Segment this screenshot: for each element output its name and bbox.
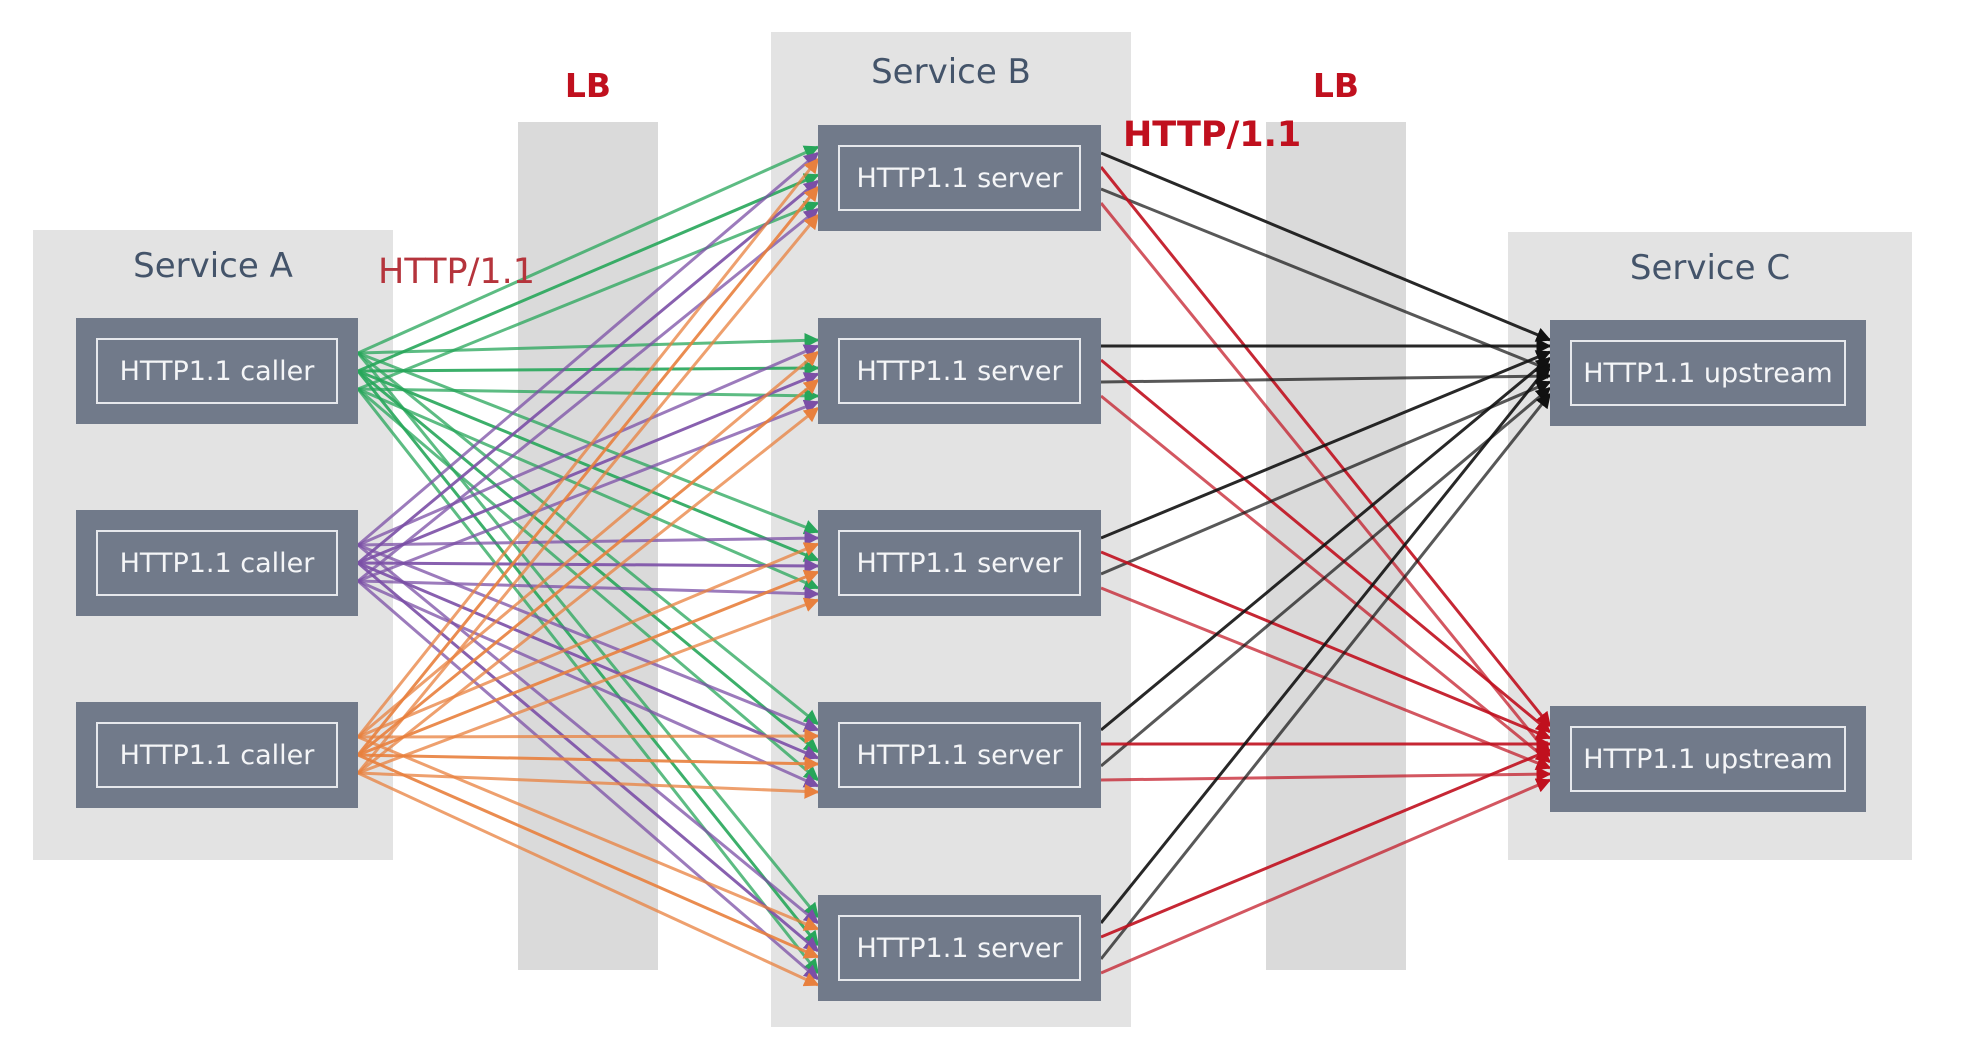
edge-caller-1-to-server-3	[357, 369, 820, 562]
edge-caller-3-to-server-5	[357, 753, 820, 959]
edge-caller-3-to-server-3	[357, 597, 820, 775]
edge-server-4-to-upstream-2	[1100, 766, 1552, 782]
service-a-protocol-label: HTTP/1.1	[378, 252, 536, 292]
edge-server-1-to-upstream-1	[1100, 187, 1552, 372]
edge-caller-2-to-server-1	[357, 207, 820, 583]
server-label: HTTP1.1 server	[838, 530, 1081, 596]
edge-caller-1-to-server-2	[357, 360, 820, 376]
server-node-1[interactable]: HTTP1.1 server	[818, 125, 1101, 231]
load-balancer-1-label: LB	[564, 66, 612, 105]
edge-caller-1-to-server-5	[356, 352, 820, 919]
edge-caller-2-to-server-5	[357, 561, 820, 953]
service-c-title: Service C	[1629, 248, 1791, 288]
edge-server-2-to-upstream-2	[1100, 358, 1552, 734]
edge-caller-1-to-server-3	[357, 351, 820, 535]
edge-caller-3-to-server-4	[357, 728, 820, 744]
caller-label: HTTP1.1 caller	[96, 338, 338, 404]
server-node-4[interactable]: HTTP1.1 server	[818, 702, 1101, 808]
upstream-label: HTTP1.1 upstream	[1570, 726, 1846, 792]
caller-node-1[interactable]: HTTP1.1 caller	[76, 318, 358, 424]
edge-server-5-to-upstream-2	[1100, 778, 1552, 975]
server-label: HTTP1.1 server	[838, 338, 1081, 404]
edge-caller-2-to-server-3	[357, 558, 820, 574]
caller-node-3[interactable]: HTTP1.1 caller	[76, 702, 358, 808]
edge-caller-1-to-server-2	[357, 387, 820, 404]
edge-server-5-to-upstream-1	[1099, 392, 1552, 960]
edge-server-2-to-upstream-2	[1100, 394, 1552, 764]
server-label: HTTP1.1 server	[838, 722, 1081, 788]
upstream-label: HTTP1.1 upstream	[1570, 340, 1846, 406]
caller-label: HTTP1.1 caller	[96, 722, 338, 788]
edge-caller-3-to-server-1	[356, 213, 820, 774]
edge-caller-2-to-server-4	[357, 543, 820, 732]
upstream-node-2[interactable]: HTTP1.1 upstream	[1550, 706, 1866, 812]
server-node-2[interactable]: HTTP1.1 server	[818, 318, 1101, 424]
edge-caller-2-to-server-2	[357, 399, 820, 583]
edge-caller-2-to-server-4	[357, 579, 820, 788]
edge-caller-3-to-server-2	[357, 350, 820, 739]
edge-server-2-to-upstream-1	[1100, 368, 1552, 384]
edge-caller-2-to-server-2	[357, 344, 820, 547]
edge-caller-2-to-server-4	[357, 561, 820, 760]
edge-server-4-to-upstream-1	[1100, 356, 1552, 732]
edge-caller-1-to-server-3	[357, 387, 820, 590]
upstream-node-1[interactable]: HTTP1.1 upstream	[1550, 320, 1866, 426]
edge-caller-3-to-server-1	[356, 185, 820, 756]
server-node-3[interactable]: HTTP1.1 server	[818, 510, 1101, 616]
edge-caller-1-to-server-4	[357, 387, 820, 782]
edge-caller-1-to-server-1	[357, 145, 820, 355]
edge-caller-2-to-server-3	[357, 530, 820, 547]
service-a-title: Service A	[133, 246, 293, 286]
server-node-5[interactable]: HTTP1.1 server	[818, 895, 1101, 1001]
edge-server-1-to-upstream-1	[1100, 151, 1552, 342]
edge-server-5-to-upstream-1	[1099, 362, 1552, 924]
edge-caller-2-to-server-5	[357, 579, 820, 981]
edge-caller-3-to-server-5	[357, 771, 820, 987]
edge-caller-3-to-server-3	[357, 570, 820, 757]
edge-caller-3-to-server-3	[357, 542, 820, 739]
edge-caller-3-to-server-1	[356, 157, 820, 738]
edge-server-4-to-upstream-1	[1100, 386, 1552, 768]
edge-caller-1-to-server-5	[356, 388, 820, 975]
edge-caller-1-to-server-1	[357, 173, 820, 373]
edge-caller-1-to-server-2	[357, 332, 820, 355]
edge-caller-2-to-server-1	[357, 151, 820, 547]
caller-label: HTTP1.1 caller	[96, 530, 338, 596]
server-label: HTTP1.1 server	[838, 915, 1081, 981]
edge-caller-3-to-server-4	[357, 771, 820, 799]
edge-server-5-to-upstream-2	[1100, 748, 1552, 939]
edge-caller-3-to-server-2	[357, 378, 820, 757]
edge-caller-1-to-server-1	[357, 201, 820, 391]
edge-server-3-to-upstream-1	[1100, 350, 1552, 540]
server-label: HTTP1.1 server	[838, 145, 1081, 211]
edge-caller-2-to-server-1	[357, 179, 820, 565]
service-b-title: Service B	[871, 52, 1031, 92]
edge-caller-3-to-server-5	[357, 735, 820, 931]
edge-caller-3-to-server-4	[357, 753, 820, 772]
service-b-protocol-label: HTTP/1.1	[1123, 115, 1302, 155]
edge-caller-2-to-server-3	[357, 579, 820, 602]
edge-caller-1-to-server-4	[357, 369, 820, 754]
edge-caller-2-to-server-5	[357, 543, 820, 925]
caller-node-2[interactable]: HTTP1.1 caller	[76, 510, 358, 616]
edge-caller-1-to-server-5	[356, 370, 820, 947]
edge-server-3-to-upstream-1	[1100, 380, 1552, 576]
edge-caller-2-to-server-2	[357, 372, 820, 565]
edge-caller-1-to-server-4	[357, 351, 820, 726]
edge-caller-3-to-server-2	[357, 406, 820, 775]
load-balancer-2-label: LB	[1312, 66, 1360, 105]
